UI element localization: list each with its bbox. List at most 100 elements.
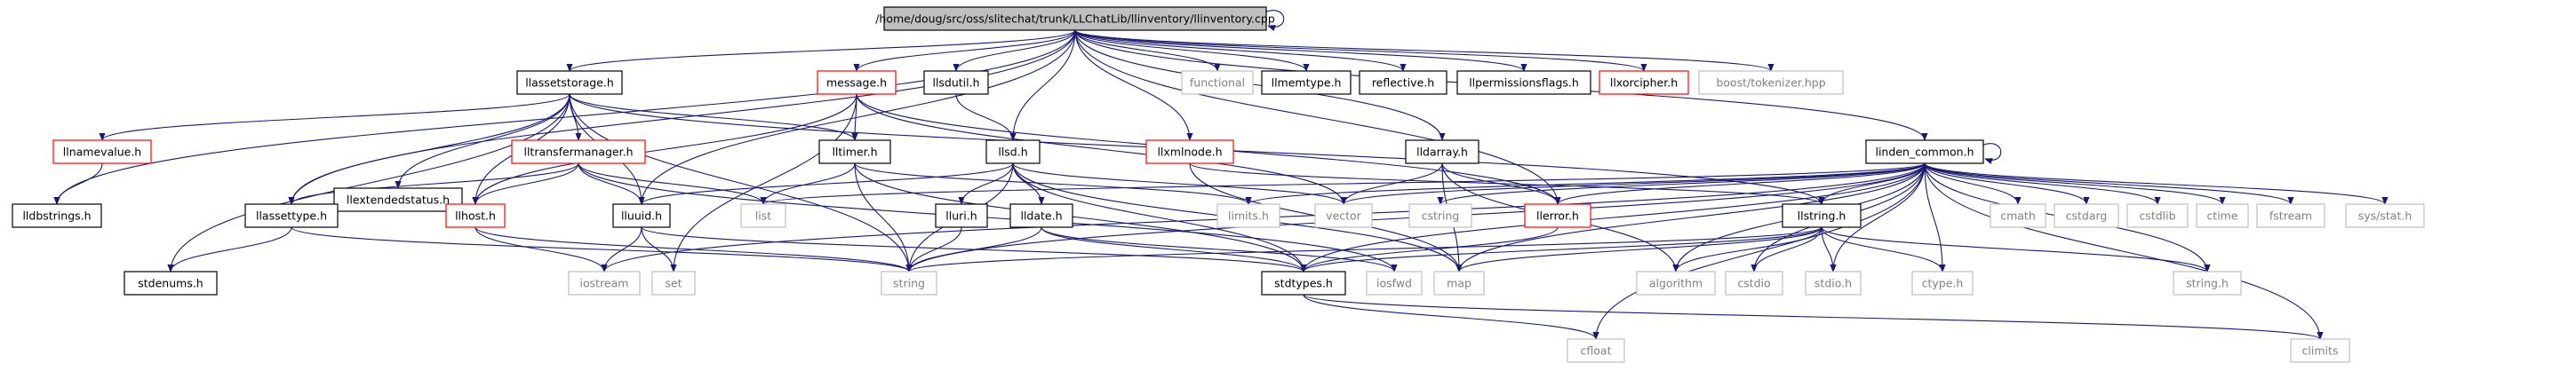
edge-root-to-boosttokenizer bbox=[1074, 29, 1774, 72]
node-iosfwd[interactable]: iosfwd bbox=[1366, 271, 1423, 296]
node-stdtypes[interactable]: stdtypes.h bbox=[1261, 271, 1346, 296]
edge-llassetstorage-to-llextendedstatus bbox=[395, 93, 570, 189]
node-vector[interactable]: vector bbox=[1314, 203, 1373, 228]
edge-root-to-functional bbox=[1074, 29, 1221, 72]
node-label-cmath: cmath bbox=[2000, 209, 2036, 223]
node-label-functional: functional bbox=[1190, 76, 1245, 90]
node-box-lldate bbox=[1009, 203, 1073, 228]
node-label-llsd: llsd.h bbox=[998, 146, 1027, 159]
node-cstdio[interactable]: cstdio bbox=[1725, 271, 1783, 296]
node-lltimer[interactable]: lltimer.h bbox=[818, 139, 891, 164]
node-fstream[interactable]: fstream bbox=[2256, 203, 2325, 228]
node-lltransfermanager[interactable]: lltransfermanager.h bbox=[511, 139, 646, 164]
node-label-algorithm: algorithm bbox=[1649, 277, 1703, 290]
node-root[interactable]: /home/doug/src/oss/slitechat/trunk/LLCha… bbox=[875, 6, 1275, 31]
node-label-llurih: lluri.h bbox=[945, 209, 977, 223]
edge-root-to-llxorcipher bbox=[1074, 29, 1647, 72]
node-llsd[interactable]: llsd.h bbox=[985, 139, 1041, 164]
node-stringh[interactable]: string.h bbox=[2173, 271, 2242, 296]
node-box-sysstat bbox=[2345, 203, 2425, 228]
node-llmemtype[interactable]: llmemtype.h bbox=[1261, 70, 1352, 95]
node-llstring[interactable]: llstring.h bbox=[1782, 203, 1862, 228]
edge-llassetstorage-to-string bbox=[569, 93, 913, 272]
node-set[interactable]: set bbox=[651, 271, 696, 296]
node-llsdutil[interactable]: llsdutil.h bbox=[923, 70, 989, 95]
node-label-fstream: fstream bbox=[2269, 209, 2312, 223]
node-linden_common[interactable]: linden_common.h bbox=[1865, 139, 1984, 164]
edge-llsd-to-stdtypes bbox=[1012, 162, 1307, 272]
node-layer: /home/doug/src/oss/slitechat/trunk/LLCha… bbox=[12, 6, 2425, 363]
node-algorithm[interactable]: algorithm bbox=[1636, 271, 1716, 296]
node-cstdarg[interactable]: cstdarg bbox=[2054, 203, 2119, 228]
node-lldate[interactable]: lldate.h bbox=[1009, 203, 1073, 228]
node-llerror[interactable]: llerror.h bbox=[1524, 203, 1591, 228]
edge-llxmlnode-to-llstring bbox=[1189, 162, 1825, 205]
edge-root-to-reflective bbox=[1074, 29, 1407, 72]
edge-layer bbox=[53, 10, 2389, 340]
node-box-cstring bbox=[1408, 203, 1472, 228]
node-climits[interactable]: climits bbox=[2290, 338, 2350, 363]
node-llhost[interactable]: llhost.h bbox=[445, 203, 506, 228]
node-lldbstrings[interactable]: lldbstrings.h bbox=[12, 203, 102, 228]
node-llxorcipher[interactable]: llxorcipher.h bbox=[1599, 70, 1689, 95]
node-llextendedstatus[interactable]: llextendedstatus.h bbox=[333, 187, 463, 212]
node-string[interactable]: string bbox=[881, 271, 937, 296]
node-label-lldbstrings: lldbstrings.h bbox=[22, 209, 91, 223]
node-cstdlib[interactable]: cstdlib bbox=[2126, 203, 2189, 228]
edge-root-to-llxmlnode bbox=[1074, 29, 1193, 141]
node-box-iostream bbox=[568, 271, 641, 296]
node-message[interactable]: message.h bbox=[817, 70, 897, 95]
node-box-llnamevalue bbox=[52, 139, 152, 164]
node-llxmlnode[interactable]: llxmlnode.h bbox=[1145, 139, 1234, 164]
node-box-lltimer bbox=[818, 139, 891, 164]
node-ctype[interactable]: ctype.h bbox=[1911, 271, 1974, 296]
node-cstring[interactable]: cstring bbox=[1408, 203, 1472, 228]
node-reflective[interactable]: reflective.h bbox=[1359, 70, 1448, 95]
edge-linden_common-to-sysstat bbox=[1924, 162, 2389, 205]
node-stdio[interactable]: stdio.h bbox=[1805, 271, 1862, 296]
node-llassettype[interactable]: llassettype.h bbox=[244, 203, 339, 228]
node-boosttokenizer[interactable]: boost/tokenizer.hpp bbox=[1698, 70, 1844, 95]
node-label-llxorcipher: llxorcipher.h bbox=[1610, 76, 1678, 90]
node-box-set bbox=[651, 271, 696, 296]
node-box-llpermissionsflags bbox=[1456, 70, 1591, 95]
node-cmath[interactable]: cmath bbox=[1990, 203, 2046, 228]
edge-linden_common-to-limits bbox=[1245, 162, 1926, 205]
node-label-root: /home/doug/src/oss/slitechat/trunk/LLCha… bbox=[875, 12, 1275, 26]
node-box-climits bbox=[2290, 338, 2350, 363]
edge-root-to-llpermissionsflags bbox=[1074, 29, 1527, 72]
edge-lldate-to-iosfwd bbox=[1041, 226, 1398, 272]
edge-lluuid-to-set bbox=[641, 226, 677, 272]
node-label-stdenums: stdenums.h bbox=[138, 277, 203, 290]
edge-llsd-to-lldate bbox=[1012, 162, 1045, 205]
node-llhost_list[interactable]: list bbox=[740, 203, 786, 228]
node-llpermissionsflags[interactable]: llpermissionsflags.h bbox=[1456, 70, 1591, 95]
node-box-llmemtype bbox=[1261, 70, 1352, 95]
node-llnamevalue[interactable]: llnamevalue.h bbox=[52, 139, 152, 164]
node-cfloat[interactable]: cfloat bbox=[1567, 338, 1625, 363]
edge-llstring-to-algorithm bbox=[1672, 226, 1822, 272]
node-label-llerror: llerror.h bbox=[1536, 209, 1579, 223]
node-sysstat[interactable]: sys/stat.h bbox=[2345, 203, 2425, 228]
edge-llnamevalue-to-lldbstrings bbox=[53, 162, 103, 205]
node-lldarray[interactable]: lldarray.h bbox=[1405, 139, 1479, 164]
node-label-map: map bbox=[1447, 277, 1471, 290]
edge-root-to-lldbstrings bbox=[53, 29, 1076, 205]
edge-stdtypes-to-climits bbox=[1303, 294, 2324, 340]
node-llassetstorage[interactable]: llassetstorage.h bbox=[516, 70, 623, 95]
node-iostream[interactable]: iostream bbox=[568, 271, 641, 296]
edge-llhost-to-iostream bbox=[475, 226, 608, 272]
node-limits[interactable]: limits.h bbox=[1216, 203, 1280, 228]
edge-linden_common-to-llhost_list bbox=[760, 162, 1926, 205]
node-ctime[interactable]: ctime bbox=[2196, 203, 2249, 228]
edge-lltimer-to-limits bbox=[854, 162, 1252, 205]
node-box-llstring bbox=[1782, 203, 1862, 228]
node-label-cstdarg: cstdarg bbox=[2066, 209, 2108, 223]
node-map[interactable]: map bbox=[1433, 271, 1485, 296]
node-functional[interactable]: functional bbox=[1181, 70, 1254, 95]
node-lluuid[interactable]: lluuid.h bbox=[612, 203, 671, 228]
node-llurih[interactable]: lluri.h bbox=[935, 203, 988, 228]
edge-linden_common-to-cstring bbox=[1437, 162, 1926, 205]
edge-message-to-set bbox=[670, 93, 857, 272]
node-stdenums[interactable]: stdenums.h bbox=[124, 271, 218, 296]
